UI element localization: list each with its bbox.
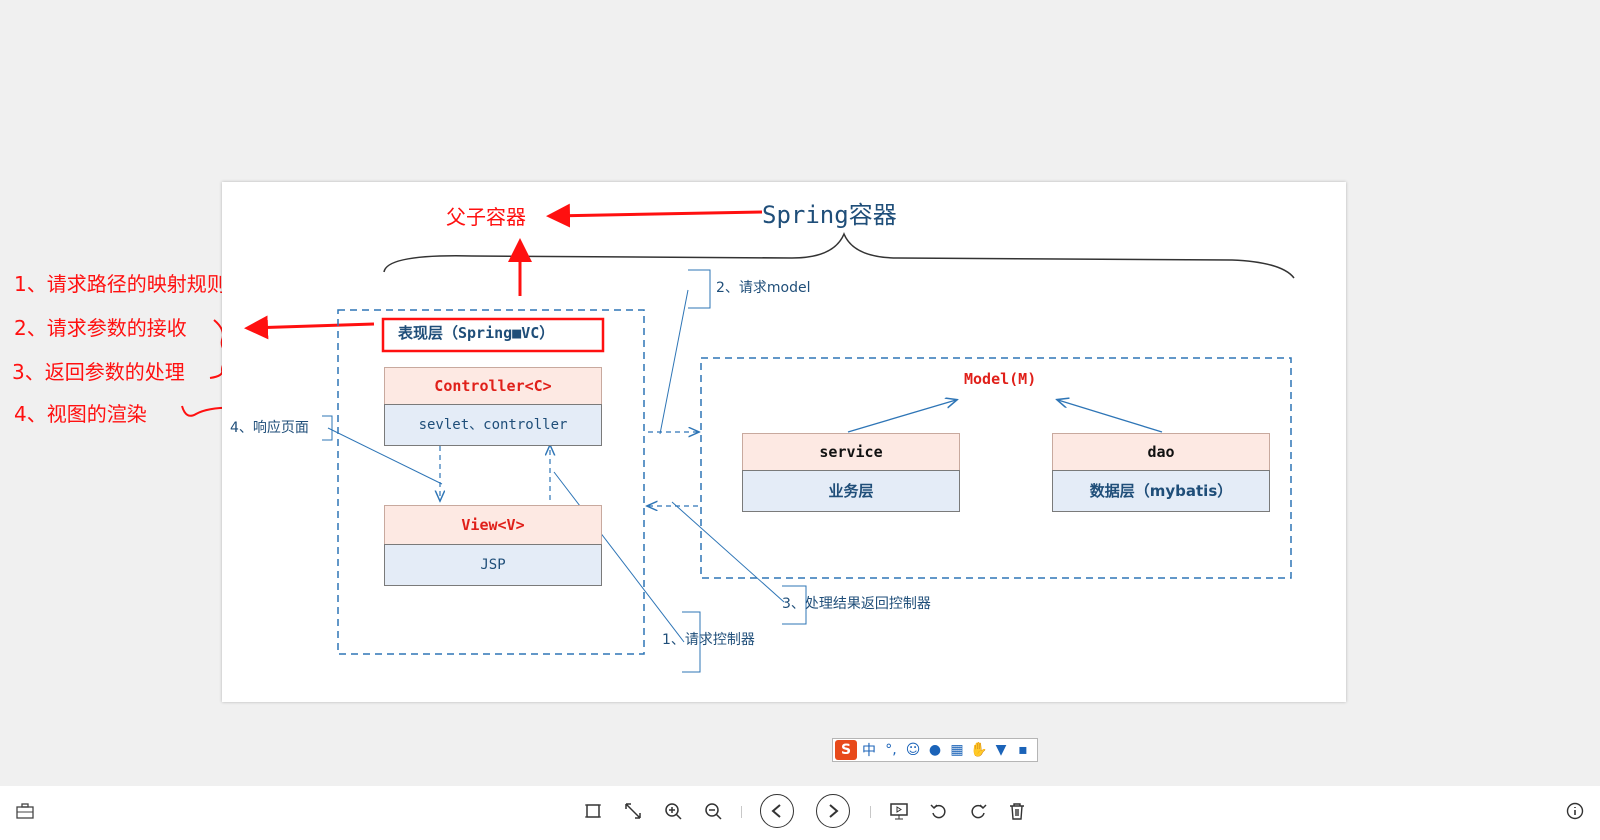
container-brace	[383, 232, 1295, 279]
red-arrow-to-parent	[546, 203, 763, 228]
annotation-marks	[181, 279, 260, 417]
viewer-toolbar	[0, 786, 1600, 840]
presentation-layer-label: 表现层（Spring■VC）	[398, 324, 555, 342]
annotation-item-2: 2、请求参数的接收	[14, 316, 187, 340]
model-container	[700, 357, 1292, 579]
diagram-lines	[244, 203, 1295, 673]
zoom-out-icon[interactable]	[702, 796, 724, 826]
step3-label: 3、处理结果返回控制器	[782, 596, 931, 612]
zoom-in-icon[interactable]	[662, 796, 684, 826]
delete-icon[interactable]	[1006, 796, 1028, 826]
fit-icon[interactable]	[582, 796, 604, 826]
step4-label: 4、响应页面	[230, 420, 309, 436]
ime-toolbar[interactable]: S 中 °, ☺ ● ▦ ✋ ▼ ▪	[832, 738, 1038, 762]
hand-icon[interactable]: ✋	[970, 742, 988, 758]
ime-punct-toggle[interactable]: °,	[885, 742, 897, 758]
info-icon[interactable]	[1564, 796, 1586, 826]
shirt-icon[interactable]: ▼	[995, 742, 1007, 758]
grid-icon[interactable]: ▪	[1018, 742, 1028, 758]
image-viewer-canvas: 1、请求路径的映射规则 2、请求参数的接收 3、返回参数的处理 4、视图的渲染	[12, 182, 1346, 762]
red-arrow-to-annotations	[244, 315, 375, 340]
toolbar-divider	[741, 806, 742, 818]
model-title: Model(M)	[964, 370, 1037, 388]
annotation-item-1: 1、请求路径的映射规则	[14, 272, 227, 296]
toolbar-divider	[870, 806, 871, 818]
ime-logo-icon[interactable]: S	[835, 740, 857, 760]
rotate-left-icon[interactable]	[928, 796, 950, 826]
mvc-container	[337, 309, 645, 655]
ime-lang-toggle[interactable]: 中	[862, 743, 876, 759]
container-title: Spring容器	[762, 201, 897, 229]
annotation-item-4: 4、视图的渲染	[14, 402, 147, 426]
next-icon[interactable]	[816, 794, 850, 828]
keyboard-icon[interactable]: ▦	[950, 742, 964, 758]
dao-box-body: 数据层（mybatis）	[1052, 470, 1270, 512]
emoji-icon[interactable]: ☺	[905, 742, 921, 758]
view-box-body: JSP	[384, 544, 602, 586]
rotate-right-icon[interactable]	[967, 796, 989, 826]
controller-box-body: sevlet、controller	[384, 404, 602, 446]
service-box-head: service	[742, 433, 960, 471]
expand-icon[interactable]	[622, 796, 644, 826]
service-box-body: 业务层	[742, 470, 960, 512]
step1-label: 1、请求控制器	[662, 632, 755, 648]
view-box-head: View<V>	[384, 505, 602, 545]
prev-icon[interactable]	[760, 794, 794, 828]
annotation-item-3: 3、返回参数的处理	[12, 360, 185, 384]
presentation-highlight	[381, 317, 605, 353]
parent-child-label: 父子容器	[446, 205, 526, 229]
dao-box-head: dao	[1052, 433, 1270, 471]
diagram-slide: Spring容器 父子容器 表现层（Spring■VC） Controller<…	[222, 182, 1346, 702]
toolbox-icon[interactable]	[14, 796, 36, 826]
controller-box-head: Controller<C>	[384, 367, 602, 405]
step2-label: 2、请求model	[716, 280, 811, 296]
mic-icon[interactable]: ●	[928, 742, 942, 758]
slideshow-icon[interactable]	[888, 796, 910, 826]
